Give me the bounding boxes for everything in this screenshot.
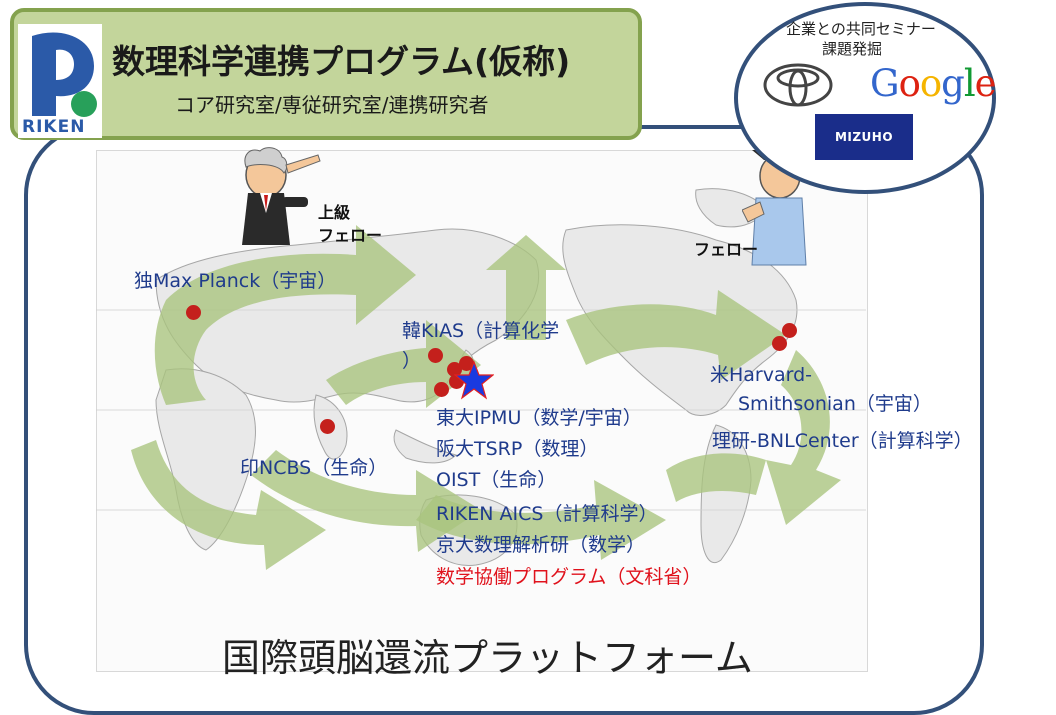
- platform-title: 国際頭脳還流プラットフォーム: [222, 636, 753, 680]
- google-logo: Google: [870, 62, 997, 105]
- google-letter-1: G: [870, 62, 900, 105]
- kias-label-line2: ）: [402, 350, 422, 372]
- riken-star-icon: [454, 360, 494, 400]
- ncbs-dot: [320, 419, 335, 434]
- corporate-seminar-circle: [734, 2, 996, 194]
- program-subtitle: コア研究室/専従研究室/連携研究者: [175, 93, 489, 117]
- japan-institution-4: RIKEN AICS（計算科学）: [436, 503, 658, 525]
- toyota-logo: [763, 63, 833, 107]
- japan-institution-2: 阪大TSRP（数理）: [436, 438, 599, 460]
- google-letter-2: o: [898, 62, 921, 105]
- riken-logo-text: RIKEN: [22, 117, 86, 137]
- harvard-dot: [782, 323, 797, 338]
- mizuho-logo: MIZUHO: [815, 114, 913, 160]
- japan-dot-2: [459, 356, 474, 371]
- senior-fellow-illustration: [242, 147, 321, 245]
- google-letter-5: l: [963, 62, 976, 105]
- harvard-label-line2: Smithsonian（宇宙）: [738, 393, 932, 415]
- japan-dot-1: [447, 362, 462, 377]
- japan-institution-1: 東大IPMU（数学/宇宙）: [436, 407, 642, 429]
- riken-logo: [18, 24, 102, 138]
- program-title: 数理科学連携プログラム(仮称): [112, 42, 571, 81]
- japan-institution-5: 京大数理解析研（数学）: [436, 534, 646, 556]
- senior-fellow-label-line1: 上級: [318, 203, 351, 222]
- seminar-subtitle: 課題発掘: [822, 40, 883, 58]
- senior-fellow-label: 上級 フェロー: [318, 201, 382, 247]
- kias-label-line1: 韓KIAS（計算化学: [402, 320, 560, 342]
- senior-fellow-label-line2: フェロー: [318, 226, 383, 246]
- japan-institution-3: OIST（生命）: [436, 469, 557, 491]
- fellow-label: フェロー: [694, 240, 759, 259]
- bnl-label: 理研-BNLCenter（計算科学）: [712, 430, 973, 452]
- japan-dot-4: [434, 382, 449, 397]
- google-letter-6: e: [974, 62, 997, 105]
- google-letter-4: g: [941, 62, 965, 105]
- world-map: [96, 188, 866, 570]
- bnl-dot: [772, 336, 787, 351]
- max-planck-dot: [186, 305, 201, 320]
- program-title-box: [10, 8, 642, 140]
- harvard-label-line1: 米Harvard-: [710, 364, 813, 386]
- mext-program-label: 数学協働プログラム（文科省）: [436, 566, 702, 588]
- ncbs-label: 印NCBS（生命）: [240, 457, 388, 479]
- seminar-title: 企業との共同セミナー: [786, 20, 936, 38]
- max-planck-label: 独Max Planck（宇宙）: [134, 270, 337, 292]
- kias-dot: [428, 348, 443, 363]
- google-letter-3: o: [919, 62, 942, 105]
